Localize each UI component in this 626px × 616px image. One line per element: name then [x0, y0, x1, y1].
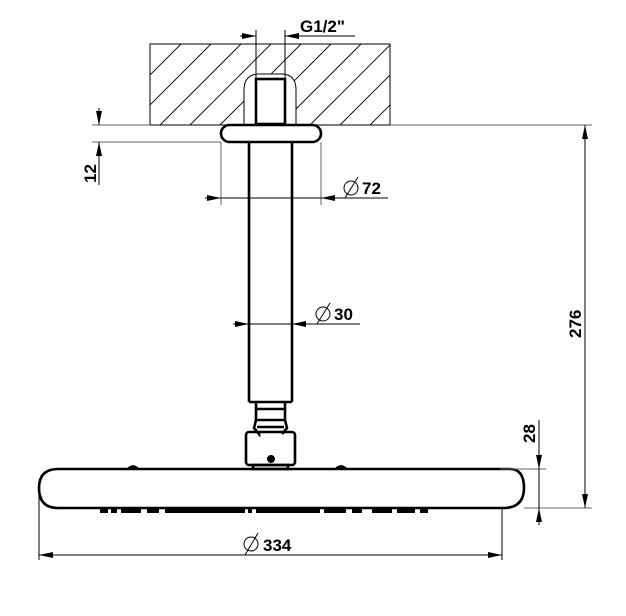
head-thickness-dimension: 28	[500, 420, 546, 525]
head-diameter-label: 334	[263, 536, 292, 555]
head-diameter-dimension: 334	[38, 495, 503, 560]
head-thickness-label: 28	[520, 424, 539, 443]
ceiling-flange	[219, 123, 323, 144]
total-height-dimension: 276	[390, 124, 592, 509]
arm-diameter-label: 30	[334, 305, 353, 324]
shower-head	[37, 465, 526, 510]
joint-screw-icon	[267, 455, 275, 463]
arm-diameter-dimension: 30	[233, 302, 360, 327]
flange-thickness-dimension: 12	[81, 108, 221, 185]
flange-diameter-label: 72	[362, 179, 381, 198]
shower-arm	[247, 142, 294, 404]
total-height-label: 276	[566, 310, 585, 338]
flange-diameter-dimension: 72	[205, 142, 388, 205]
ball-joint	[244, 403, 297, 471]
flange-thickness-label: 12	[81, 164, 100, 183]
ceiling-wall-section	[149, 43, 391, 126]
thread-label: G1/2"	[300, 17, 345, 36]
nozzle-row	[100, 508, 428, 513]
thread-dimension: G1/2"	[240, 17, 355, 79]
